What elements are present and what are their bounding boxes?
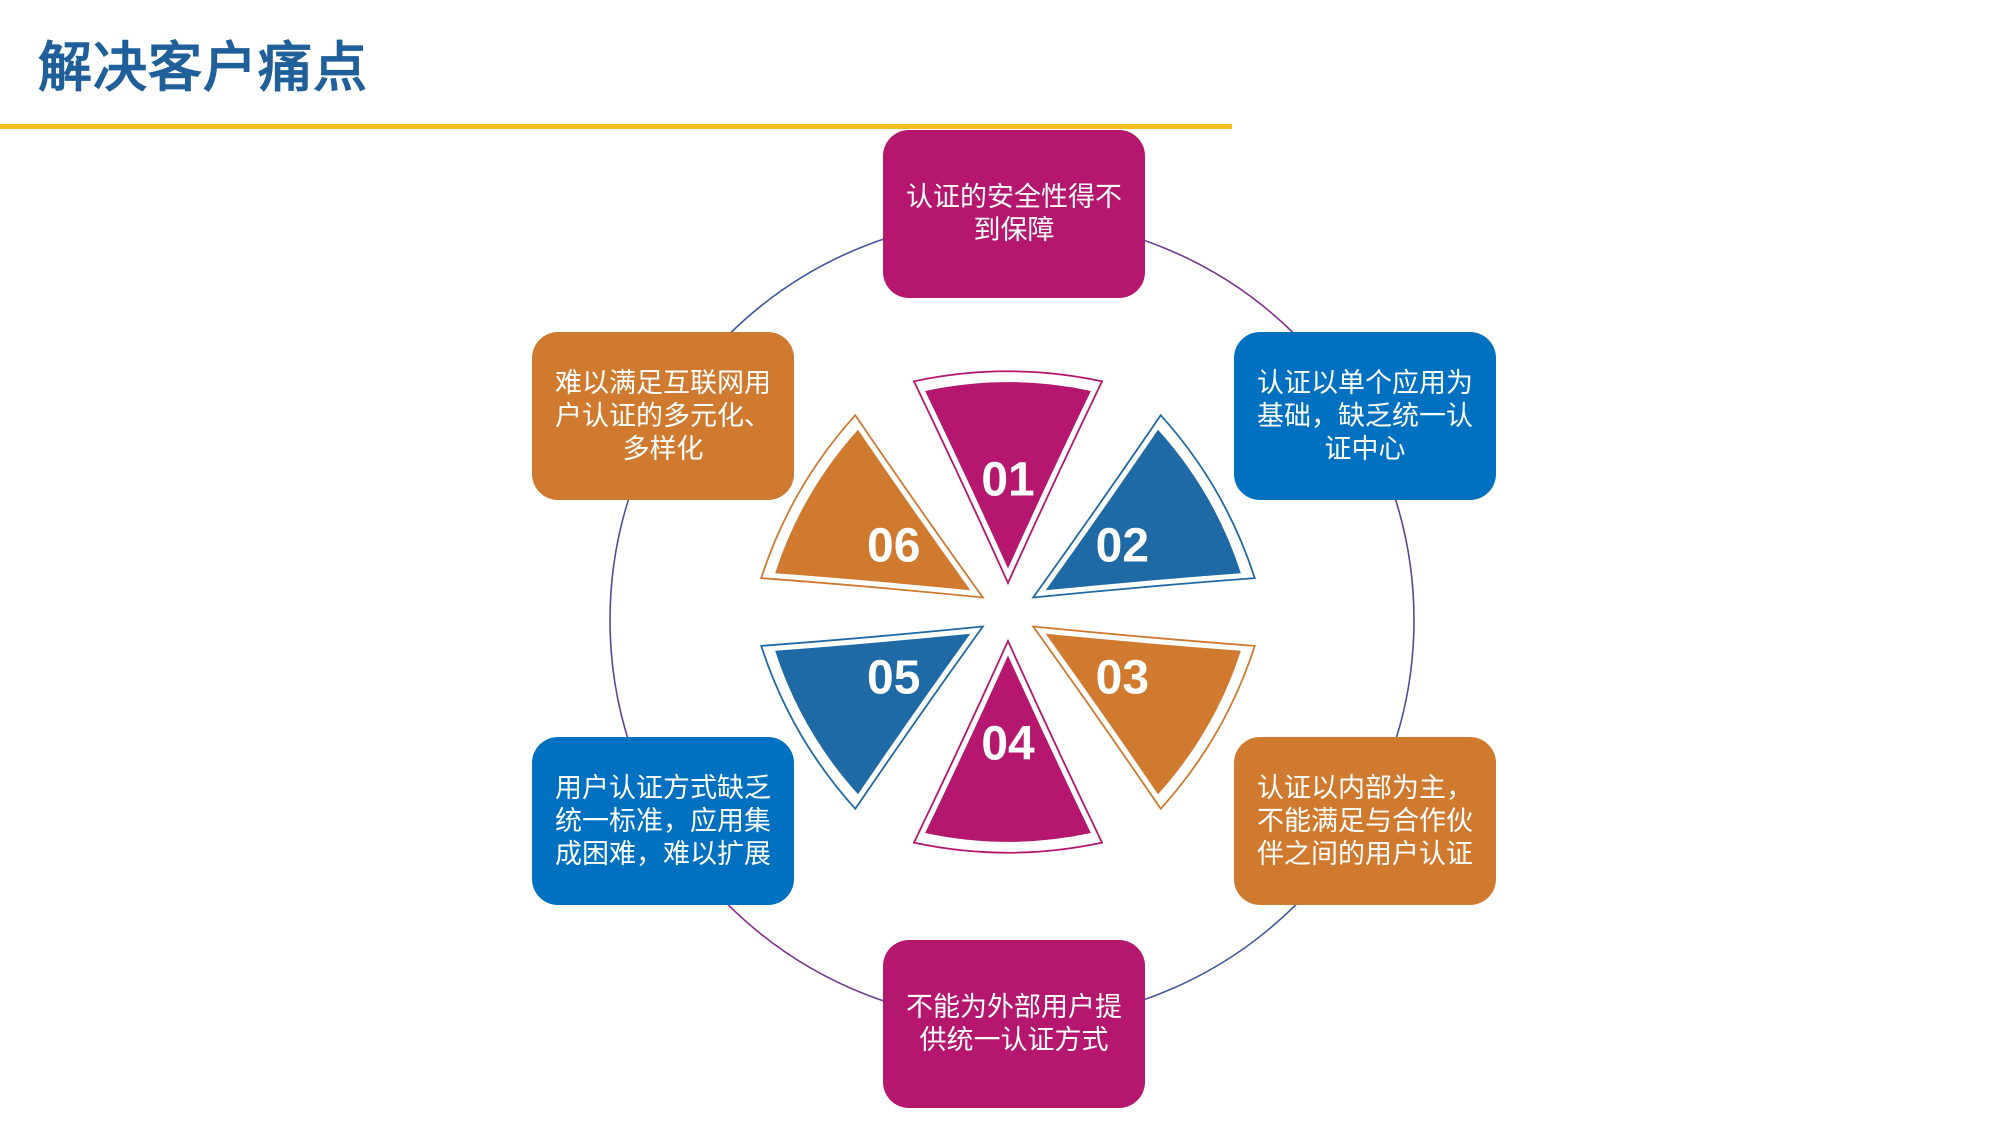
title-underline xyxy=(0,124,1232,129)
segment-02: 02 xyxy=(1031,413,1256,599)
pain-point-box-6: 难以满足互联网用户认证的多元化、多样化 xyxy=(532,332,794,500)
pain-point-box-1: 认证的安全性得不到保障 xyxy=(883,130,1145,298)
segment-05: 05 xyxy=(760,625,985,811)
pain-point-text-5: 用户认证方式缺乏统一标准，应用集成困难，难以扩展 xyxy=(555,772,771,870)
pain-point-box-2: 认证以单个应用为基础，缺乏统一认证中心 xyxy=(1234,332,1496,500)
segment-04: 04 xyxy=(912,638,1104,854)
segment-06: 06 xyxy=(760,413,985,599)
segment-fill-04 xyxy=(925,655,1091,842)
segment-number-03: 03 xyxy=(1096,652,1149,705)
segment-fill-02 xyxy=(1045,429,1241,591)
pain-point-text-1: 认证的安全性得不到保障 xyxy=(906,182,1122,246)
segments-layer: 01 02 03 04 05 06 xyxy=(760,370,1256,854)
segment-number-06: 06 xyxy=(867,520,920,573)
pain-point-box-4: 不能为外部用户提供统一认证方式 xyxy=(883,940,1145,1108)
pain-point-text-2: 认证以单个应用为基础，缺乏统一认证中心 xyxy=(1257,367,1473,465)
page-title: 解决客户痛点 xyxy=(38,36,368,99)
segment-fill-03 xyxy=(1045,633,1241,795)
pain-point-text-3: 认证以内部为主，不能满足与合作伙伴之间的用户认证 xyxy=(1257,772,1473,870)
segment-03: 03 xyxy=(1031,625,1256,811)
segment-number-05: 05 xyxy=(867,652,920,705)
segment-fill-01 xyxy=(925,382,1091,569)
segment-number-01: 01 xyxy=(981,454,1034,507)
segment-01: 01 xyxy=(912,370,1104,586)
segment-fill-05 xyxy=(775,633,971,795)
pain-point-box-3: 认证以内部为主，不能满足与合作伙伴之间的用户认证 xyxy=(1234,737,1496,905)
segment-fill-06 xyxy=(775,429,971,591)
segment-number-02: 02 xyxy=(1096,520,1149,573)
segment-number-04: 04 xyxy=(981,718,1035,771)
pain-point-text-6: 难以满足互联网用户认证的多元化、多样化 xyxy=(555,367,771,465)
pain-point-text-4: 不能为外部用户提供统一认证方式 xyxy=(906,992,1122,1056)
pain-point-box-5: 用户认证方式缺乏统一标准，应用集成困难，难以扩展 xyxy=(532,737,794,905)
